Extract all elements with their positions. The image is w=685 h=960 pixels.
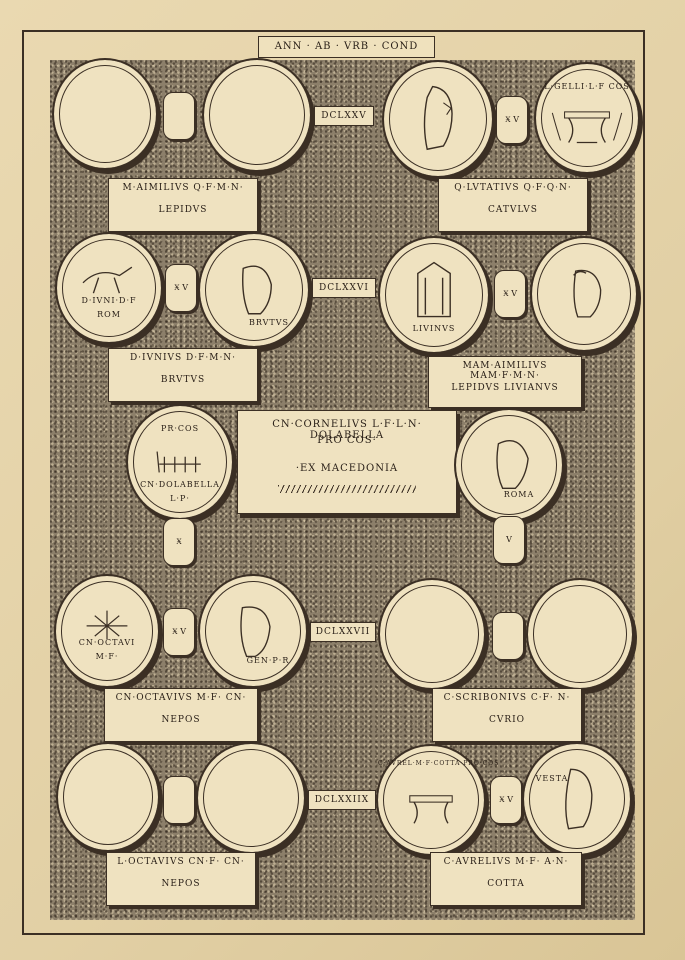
center-inscription: CN·CORNELIVS L·F·L·N· DOLABELLA PRO COS·… (237, 410, 457, 514)
moneyer-name: C·AVRELIVS M·F· A·N· (443, 857, 569, 867)
coin-curule-chair: L·GELLI·L·F COS (534, 62, 640, 174)
moneyer-label: M·AIMILIVS Q·F·M·N· LEPIDVS (108, 178, 258, 232)
coin-legend: L·GELLI·L·F COS (544, 82, 630, 91)
coin-legend: GEN·P·R (246, 656, 290, 665)
moneyer-name: C·SCRIBONIVS C·F· N· (443, 693, 571, 703)
year-label: DCLXXV (314, 106, 374, 126)
moneyer-label: L·OCTAVIVS CN·F· CN· NEPOS (106, 852, 256, 906)
bearded-head-icon (240, 606, 271, 658)
helmeted-head-icon (242, 265, 272, 315)
center-line-1: CN·CORNELIVS L·F·L·N· DOLABELLA (272, 419, 422, 441)
moneyer-cognomen: CATVLVS (488, 205, 538, 215)
horseman-icon (82, 266, 133, 294)
thunderbolt-icon (86, 610, 128, 640)
coin-vesta-head: VESTA (522, 742, 632, 856)
decorative-hatching (278, 485, 416, 493)
coin-bearded-head: GEN·P·R (198, 574, 308, 688)
coin-blank (378, 578, 486, 690)
moneyer-name: L·OCTAVIVS CN·F· CN· (117, 857, 245, 867)
moneyer-label: Q·LVTATIVS Q·F·Q·N· CATVLVS (438, 178, 588, 232)
curule-chair-icon (409, 795, 453, 824)
coin-roma-head: ROMA (454, 408, 564, 522)
mint-mark-bracket: Ӿ V (494, 270, 526, 318)
coin-curule-chair: C·AVREL·M·F·COTTA·PRO·COS (376, 744, 500, 856)
moneyer-name: M·AIMILIVS Q·F·M·N· (122, 183, 244, 193)
coin-legend: L·P· (170, 494, 190, 503)
coin-horseman: D·IVNI·D·F ROM (55, 232, 163, 344)
mint-mark-bracket (492, 612, 524, 660)
year-label: DCLXXIIX (308, 790, 376, 810)
moneyer-cognomen: CVRIO (488, 715, 526, 725)
moneyer-label: CN·OCTAVIVS M·F· CN· NEPOS (104, 688, 258, 742)
coin-blank (526, 578, 634, 690)
coin-laureate-head (530, 236, 638, 352)
mint-mark-bracket: Ӿ V (490, 776, 522, 824)
coin-blank (56, 742, 160, 852)
mint-mark-bracket: V (493, 516, 525, 564)
coin-legend: C·AVREL·M·F·COTTA·PRO·COS (378, 760, 500, 767)
coin-legend: PR·COS (160, 424, 200, 433)
year-label: DCLXXVII (310, 622, 376, 642)
temple-icon (417, 261, 451, 318)
coin-blank (202, 58, 312, 172)
year-label: DCLXXVI (312, 278, 376, 298)
coin-legend: LIVINVS (412, 324, 456, 333)
coin-temple: LIVINVS (378, 236, 490, 354)
moneyer-cognomen: BRVTVS (160, 375, 206, 385)
moneyer-label: MAM·AIMILIVS MAM·F·M·N· LEPIDVS LIVIANVS (428, 356, 582, 408)
coin-quadriga: PR·COS CN·DOLABELLA L·P· (126, 404, 234, 520)
moneyer-cognomen: NEPOS (161, 879, 201, 889)
coin-blank (196, 742, 306, 854)
coin-veiled-head (382, 60, 494, 178)
mint-mark-bracket: Ӿ V (163, 608, 195, 656)
moneyer-name: D·IVNIVS D·F·M·N· (129, 353, 237, 363)
center-line-3: ·EX MACEDONIA (295, 463, 399, 474)
moneyer-name: Q·LVTATIVS Q·F·Q·N· (454, 183, 572, 193)
mint-mark-bracket: Ӿ V (496, 96, 528, 144)
moneyer-cognomen: NEPOS (161, 715, 201, 725)
coin-legend: CN·DOLABELLA (140, 480, 220, 489)
mint-mark-bracket (163, 92, 195, 140)
coin-legend: CN·OCTAVI (78, 638, 136, 647)
mint-mark-bracket: Ӿ (163, 518, 195, 566)
moneyer-label: C·AVRELIVS M·F· A·N· COTTA (430, 852, 582, 906)
moneyer-name: MAM·AIMILIVS MAM·F·M·N· (462, 361, 548, 381)
coin-legend: VESTA (535, 774, 569, 783)
moneyer-cognomen: LEPIDVS (158, 205, 208, 215)
moneyer-cognomen: LEPIDVS LIVIANVS (451, 383, 559, 393)
vesta-head-icon (565, 768, 593, 830)
moneyer-name: CN·OCTAVIVS M·F· CN· (115, 693, 247, 703)
coin-legend: ROMA (503, 490, 535, 499)
mint-mark-bracket (163, 776, 195, 824)
quadriga-icon (156, 451, 201, 473)
coin-wreath-thunderbolt: CN·OCTAVI M·F· (54, 574, 160, 688)
moneyer-label: D·IVNIVS D·F·M·N· BRVTVS (108, 348, 258, 402)
plate-outer-frame (22, 30, 645, 935)
moneyer-cognomen: COTTA (487, 879, 525, 889)
curule-chair-icon (551, 111, 623, 144)
roma-head-icon (496, 440, 529, 490)
moneyer-label: C·SCRIBONIVS C·F· N· CVRIO (432, 688, 582, 742)
laureate-head-icon (573, 269, 602, 318)
coin-legend: ROM (97, 310, 121, 319)
coin-legend: M·F· (95, 652, 119, 661)
coin-blank (52, 58, 158, 170)
mint-mark-bracket: Ӿ V (165, 264, 197, 312)
center-line-2: PRO COS· (317, 435, 377, 446)
veiled-head-icon (423, 85, 453, 151)
plate-title: ANN · AB · VRB · COND (258, 36, 435, 58)
coin-legend: D·IVNI·D·F (81, 296, 137, 305)
coin-helmeted-head: BRVTVS (198, 232, 310, 348)
coin-legend: BRVTVS (249, 318, 289, 327)
